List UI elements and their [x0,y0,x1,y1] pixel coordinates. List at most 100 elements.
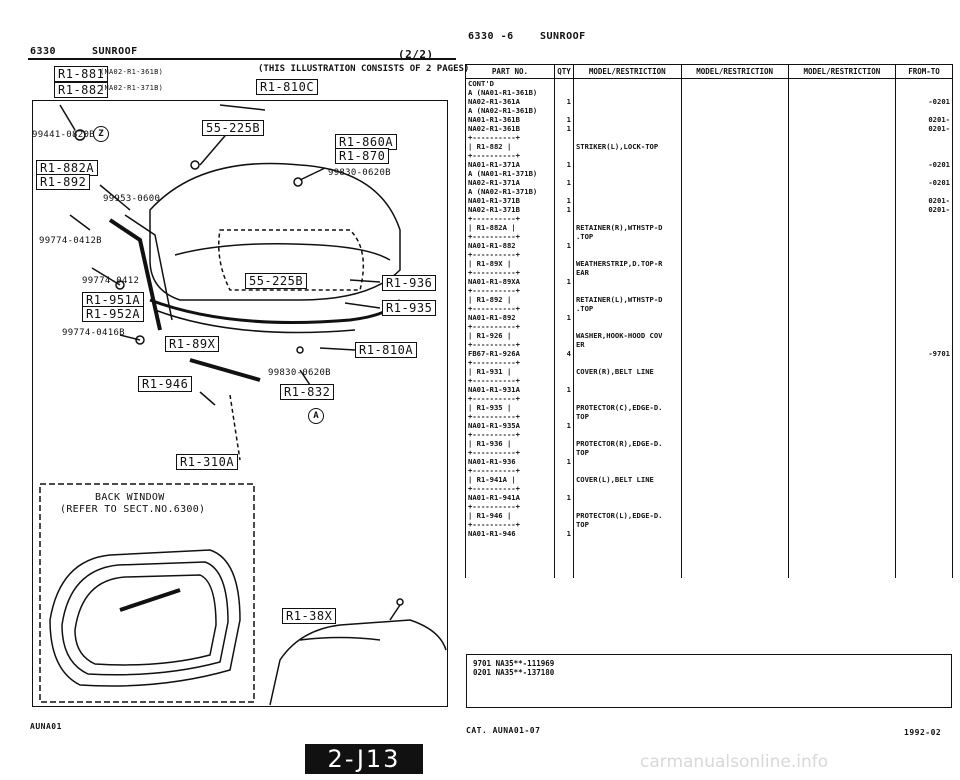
ref-tag-r1-870[interactable]: R1-870 [335,148,390,164]
qty-cell [553,358,574,367]
left-page-indicator: (2/2) [398,48,434,61]
blank-cell [787,358,897,367]
blank-cell [680,448,789,457]
from-cell [895,466,953,475]
part-number-7: 99830-0620B [268,368,331,378]
ref-tag-r1-936[interactable]: R1-936 [382,275,437,291]
table-row: +----------+ [465,133,953,142]
part-number-2: 99953-0600 [103,194,161,204]
from-cell [895,367,953,376]
ref-tag-r1-38x[interactable]: R1-38X [282,608,337,624]
qty-cell [553,214,574,223]
ref-tag-r1-952a[interactable]: R1-952A [82,306,145,322]
ref-tag-55-225b-top[interactable]: 55-225B [202,120,265,136]
leader-11 [199,391,216,406]
part-cell: +----------+ [465,268,555,277]
from-cell [895,394,953,403]
blank-cell [680,187,789,196]
table-row: +----------+ [465,502,953,511]
desc-cell [572,187,682,196]
from-cell [895,151,953,160]
from-cell [895,106,953,115]
right-footer-date: 1992-02 [904,728,942,737]
qty-cell: 1 [553,124,574,133]
blank-cell [680,394,789,403]
left-section-number: 6330 [30,46,57,57]
blank-cell [787,205,897,214]
qty-cell [553,78,574,88]
from-cell [895,520,953,529]
ref-tag-r1-946[interactable]: R1-946 [138,376,193,392]
col-from-to: FROM-TO [895,64,953,79]
ref-tag-r1-935[interactable]: R1-935 [382,300,437,316]
left-footer-code: AUNA01 [30,722,62,731]
table-row: | R1-946 |PROTECTOR(L),EDGE-D. [465,511,953,520]
blank-cell [787,367,897,376]
blank-cell [680,88,789,97]
ref-tag-r1-832[interactable]: R1-832 [280,384,335,400]
qty-cell [553,520,574,529]
part-cell: NA01-R1-371A [465,160,555,169]
ref-tag-r1-882a[interactable]: R1-882A [36,160,99,176]
from-cell [895,268,953,277]
blank-cell [680,439,789,448]
part-cell: +----------+ [465,286,555,295]
table-row: +----------+ [465,484,953,493]
part-cell: NA02-R1-361B [465,124,555,133]
ref-tag-r1-810c[interactable]: R1-810C [256,79,319,95]
from-cell [895,322,953,331]
blank-cell [787,115,897,124]
col-model-2: MODEL/RESTRICTION [680,64,789,79]
desc-cell: COVER(R),BELT LINE [572,367,682,376]
soft-top-drawing [39,104,447,706]
qty-cell [553,169,574,178]
back-window-reference: (REFER TO SECT.NO.6300) [60,504,206,515]
qty-cell [553,232,574,241]
from-cell [895,385,953,394]
soft-top-seam [174,243,391,261]
ref-tag-r1-89x[interactable]: R1-89X [165,336,220,352]
qty-cell [553,304,574,313]
desc-cell: WASHER,HOOK-HOOD COV [572,331,682,340]
blank-cell [787,385,897,394]
part-cell: | R1-941A | [465,475,555,484]
desc-cell: RETAINER(L),WTHSTP-D [572,295,682,304]
from-cell [895,250,953,259]
desc-cell [572,493,682,502]
blank-cell [787,376,897,385]
belt-line-cover [189,358,261,382]
ref-tag-r1-310a[interactable]: R1-310A [176,454,239,470]
blank-cell [787,493,897,502]
left-section-title: SUNROOF [92,46,138,57]
ref-tag-55-225b-mid[interactable]: 55-225B [245,273,308,289]
desc-cell [572,78,682,88]
leader-3 [69,214,91,231]
part-cell: +----------+ [465,304,555,313]
circle-marker-a: A [308,408,324,424]
from-cell [895,376,953,385]
part-cell: A (NA01-R1-371B) [465,169,555,178]
part-cell: +----------+ [465,448,555,457]
blank-cell [787,403,897,412]
ref-tag-r1-810a[interactable]: R1-810A [355,342,418,358]
page-banner: 2-J13 [305,744,423,774]
filler-cell [895,538,953,578]
qty-cell [553,187,574,196]
blank-cell [787,178,897,187]
blank-cell [787,448,897,457]
from-cell [895,304,953,313]
blank-cell [680,232,789,241]
desc-cell: STRIKER(L),LOCK-TOP [572,142,682,151]
filler-cell [572,538,682,578]
qty-cell [553,448,574,457]
ref-tag-r1-892[interactable]: R1-892 [36,174,91,190]
qty-cell [553,88,574,97]
from-cell [895,259,953,268]
from-cell [895,439,953,448]
from-cell: 0201- [895,196,953,205]
ref-tag-r1-951a[interactable]: R1-951A [82,292,145,308]
weatherstrip [149,298,402,324]
table-row: | R1-936 |PROTECTOR(R),EDGE-D. [465,439,953,448]
